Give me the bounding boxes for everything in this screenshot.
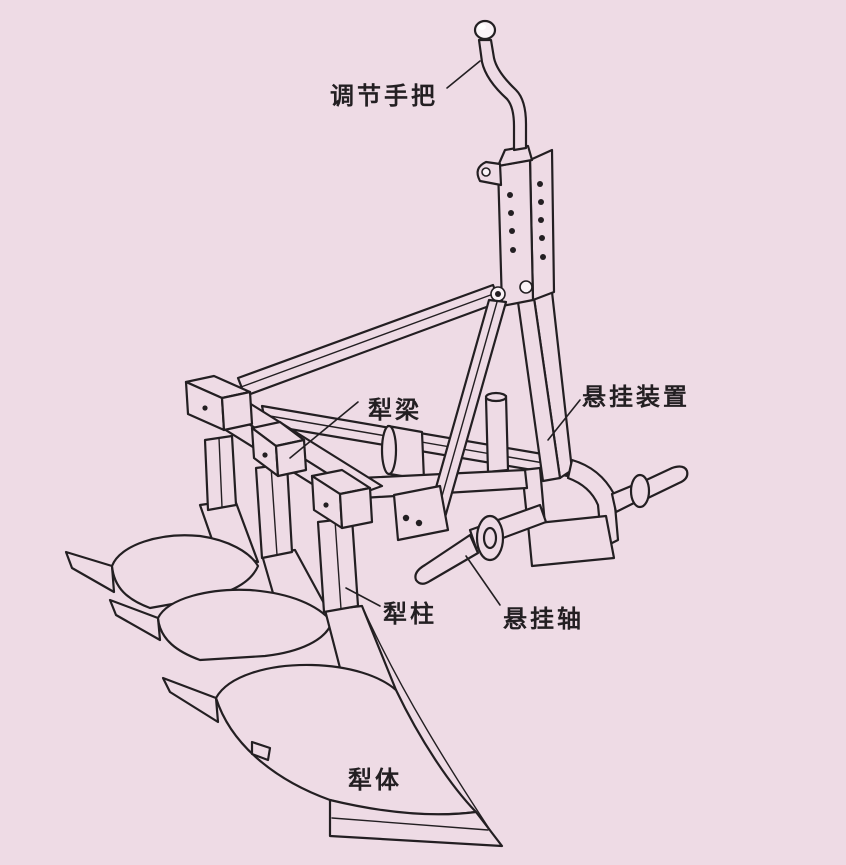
body-2-landside <box>108 598 162 642</box>
adjustment-handle <box>473 19 528 152</box>
mast-pin <box>519 280 533 294</box>
top-link-brace <box>236 283 502 398</box>
mast-side-holes <box>537 181 546 260</box>
hitch-shaft-left-pin <box>414 533 480 585</box>
label-adjust-handle: 调节手把 <box>330 82 438 110</box>
column-clamp-3 <box>310 468 374 530</box>
leader-adjust-handle <box>446 60 481 89</box>
plough-column-1 <box>203 434 238 512</box>
plough-body-2 <box>108 548 334 662</box>
mast-clevis-hole <box>481 167 491 177</box>
cross-bar-sleeve-end <box>380 424 398 476</box>
plough-column-3 <box>316 516 360 614</box>
body-3-landside <box>161 676 220 724</box>
leader-hitch-shaft <box>465 555 501 606</box>
right-hitch-collar <box>629 473 651 509</box>
body-3-landside-tab <box>250 740 272 762</box>
body-3-share <box>328 798 504 848</box>
body-3-shin-edge <box>361 605 501 846</box>
leader-hitch-device <box>547 399 581 441</box>
label-plough-beam: 犁梁 <box>368 396 422 424</box>
leader-plough-beam <box>289 401 359 459</box>
labels: 调节手把 犁梁 悬挂装置 犁柱 悬挂轴 犁体 <box>289 60 690 794</box>
handle-knob <box>473 19 497 41</box>
column-clamp-1 <box>184 374 254 432</box>
body-3-moldboard <box>214 663 478 816</box>
right-hitch-bracket <box>520 458 620 568</box>
mast <box>476 144 556 308</box>
label-plough-column: 犁柱 <box>383 600 437 628</box>
label-plough-body: 犁体 <box>348 766 402 794</box>
mast-front-holes <box>507 192 516 253</box>
body-1-landside <box>64 550 116 594</box>
right-hitch-pin <box>610 465 689 514</box>
plough-column-2 <box>254 462 294 560</box>
label-hitch-shaft: 悬挂轴 <box>503 605 584 633</box>
mast-foot-plate <box>392 484 450 542</box>
mast-support-cylinder <box>484 391 510 474</box>
handle-rod <box>477 38 528 152</box>
leader-plough-column <box>345 587 381 607</box>
hitch-shaft <box>414 503 548 585</box>
label-hitch-device: 悬挂装置 <box>582 383 690 411</box>
